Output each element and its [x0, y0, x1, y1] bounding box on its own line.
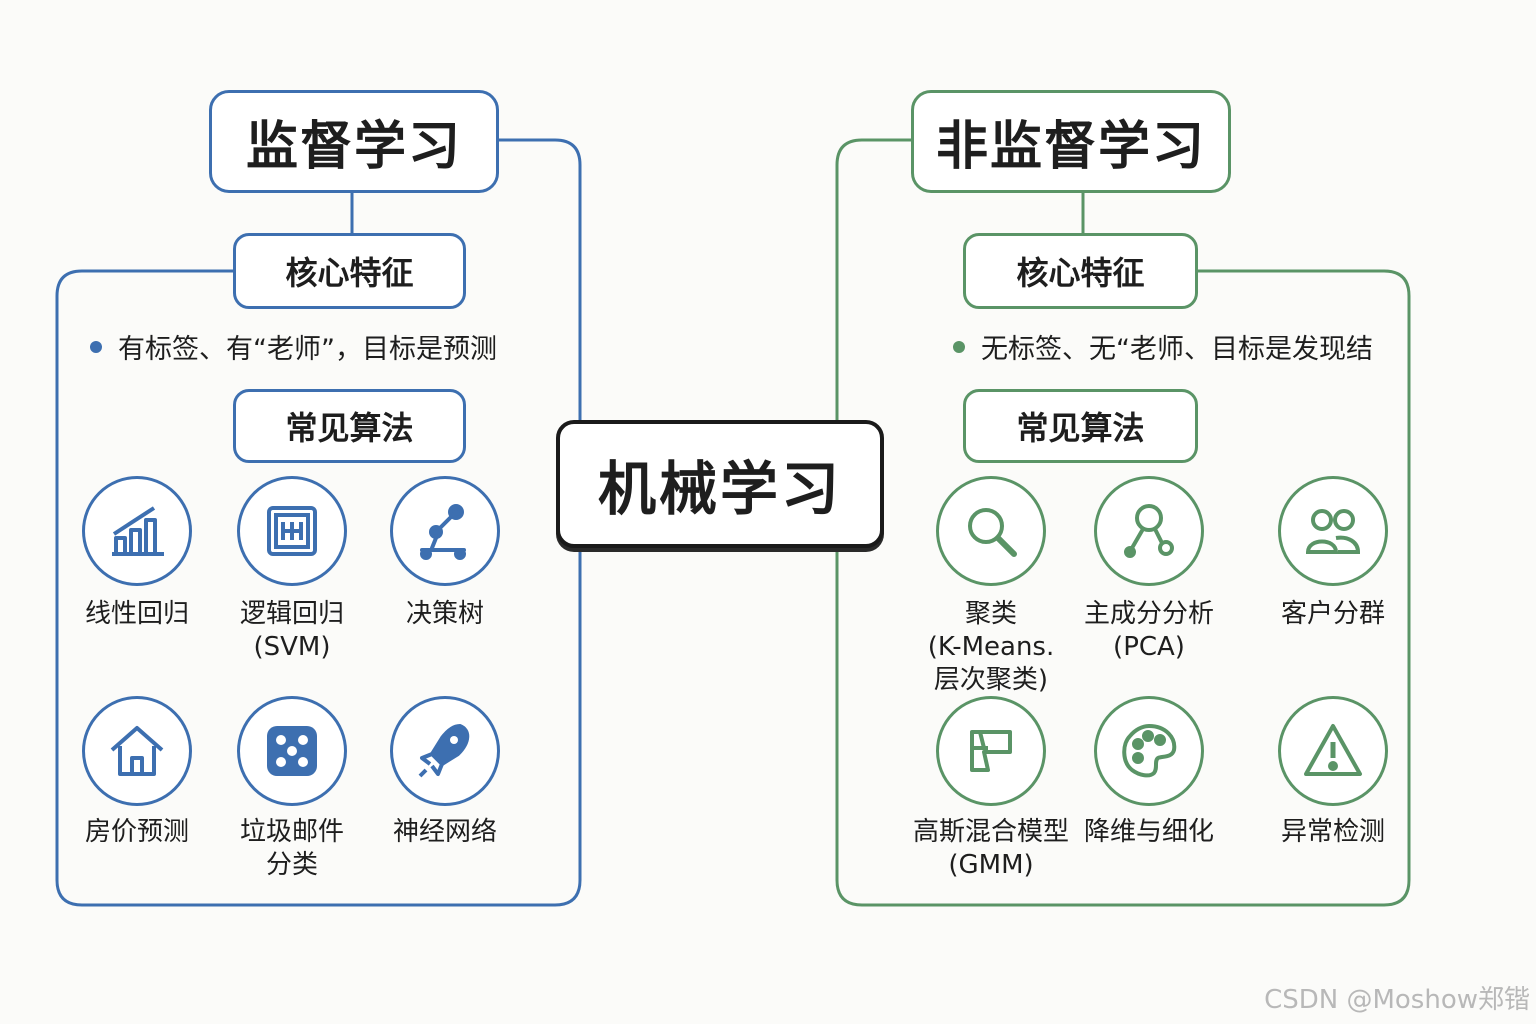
warning-icon — [1278, 696, 1388, 806]
supervised-core-text: 有标签、有“老师”，目标是预测 — [118, 334, 497, 365]
map-icon — [936, 696, 1046, 806]
bar-chart-icon — [82, 476, 192, 586]
bullet-dot — [953, 340, 965, 353]
palette-icon — [1094, 696, 1204, 806]
unsupervised-core-bullet: 无标签、无“老师、目标是发现结 — [953, 327, 1373, 366]
center-title: 机械学习 — [556, 420, 884, 548]
robot-arm-icon — [390, 476, 500, 586]
bullet-dot — [90, 340, 102, 353]
algo-label-dimensionality: 降维与细化 — [1083, 817, 1214, 847]
supervised-title: 监督学习 — [209, 90, 499, 193]
algo-label-customer-segmentation: 客户分群 — [1280, 599, 1385, 629]
unsupervised-algo-heading: 常见算法 — [963, 389, 1198, 463]
svm-icon — [237, 476, 347, 586]
algo-label-anomaly-detection: 异常检测 — [1280, 817, 1385, 847]
algo-label-clustering: 聚类 (K-Means. 层次聚类) — [927, 599, 1055, 695]
supervised-core-bullet: 有标签、有“老师”，目标是预测 — [90, 327, 497, 366]
unsupervised-core-text: 无标签、无“老师、目标是发现结 — [981, 334, 1373, 365]
supervised-algo-heading: 常见算法 — [233, 389, 466, 463]
algo-label-pca: 主成分分析 (PCA) — [1083, 599, 1214, 662]
algo-label-gmm: 高斯混合模型 (GMM) — [912, 817, 1069, 880]
unsupervised-title: 非监督学习 — [911, 90, 1231, 193]
unsupervised-core-heading: 核心特征 — [963, 233, 1198, 309]
magnifier-icon — [936, 476, 1046, 586]
supervised-core-heading: 核心特征 — [233, 233, 466, 309]
algo-label-logistic-regression: 逻辑回归 (SVM) — [239, 599, 344, 662]
algo-label-decision-tree: 决策树 — [405, 599, 484, 629]
users-icon — [1278, 476, 1388, 586]
algo-label-linear-regression: 线性回归 — [84, 599, 189, 629]
dice-icon — [237, 696, 347, 806]
left-frame-line — [55, 138, 582, 907]
house-icon — [82, 696, 192, 806]
rocket-icon — [390, 696, 500, 806]
network-icon — [1094, 476, 1204, 586]
algo-label-neural-network: 神经网络 — [392, 817, 497, 847]
watermark: CSDN @Moshow郑锴 — [1264, 985, 1530, 1015]
right-frame-line — [835, 138, 1411, 907]
algo-label-house-price: 房价预测 — [84, 817, 189, 847]
algo-label-spam: 垃圾邮件 分类 — [239, 817, 344, 880]
